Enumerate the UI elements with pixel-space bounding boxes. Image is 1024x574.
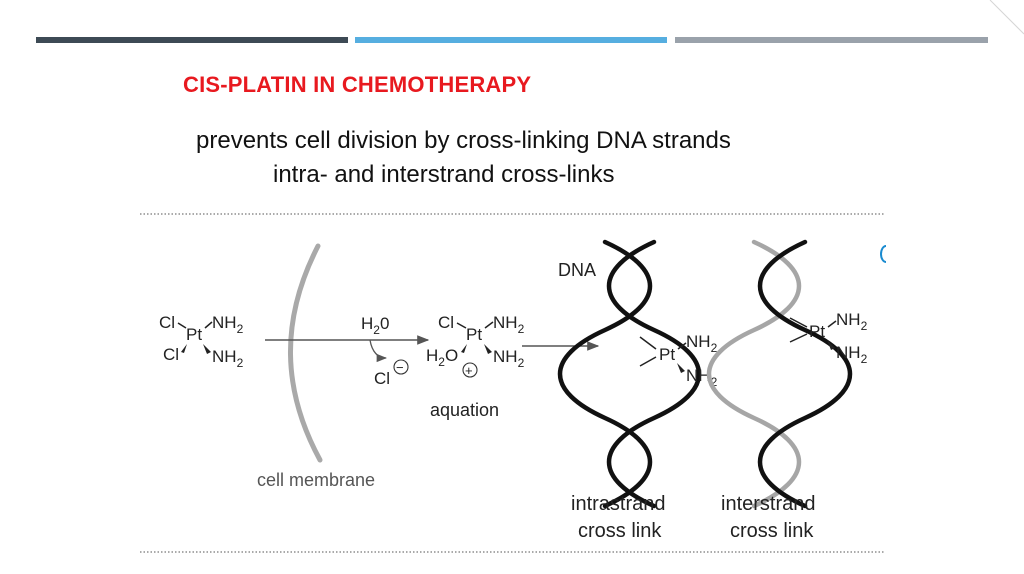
svg-text:NH2: NH2 (836, 343, 868, 366)
svg-text:Pt: Pt (466, 325, 482, 344)
membrane-label: cell membrane (257, 470, 375, 490)
cell-membrane-curve (288, 243, 323, 463)
svg-text:H2O: H2O (426, 346, 458, 369)
svg-text:NH2: NH2 (212, 347, 244, 370)
figure-edge-mark (880, 245, 887, 263)
negative-charge-icon (393, 359, 409, 375)
interstrand-dna-helix (707, 239, 852, 509)
interstrand-label-line1: interstrand (721, 493, 816, 515)
svg-text:NH2: NH2 (493, 347, 525, 370)
accent-bar-middle (355, 37, 667, 43)
slide-subtitle-2: intra- and interstrand cross-links (273, 161, 615, 188)
accent-bar-right (675, 37, 988, 43)
svg-text:NH2: NH2 (686, 332, 718, 355)
svg-text:NH2: NH2 (686, 366, 718, 389)
negative-charge-symbol: − (396, 360, 404, 375)
aquated-molecule: Cl Pt NH2 H2O NH2 + (426, 313, 525, 378)
accent-bar-left (36, 37, 348, 43)
leaving-group-label: Cl (374, 369, 390, 388)
intrastrand-adduct: Pt NH2 NH2 (639, 332, 718, 389)
interstrand-adduct: Pt NH2 NH2 (789, 310, 868, 366)
svg-text:NH2: NH2 (493, 313, 525, 336)
reagent-label: H20 (361, 314, 389, 337)
svg-text:Cl: Cl (159, 313, 175, 332)
svg-text:+: + (465, 363, 473, 378)
dna-label: DNA (558, 260, 596, 280)
svg-text:NH2: NH2 (212, 313, 244, 336)
svg-text:Cl: Cl (438, 313, 454, 332)
svg-text:Pt: Pt (186, 325, 202, 344)
intrastrand-label-line2: cross link (578, 520, 662, 542)
cisplatin-molecule: Cl Pt NH2 Cl NH2 (159, 313, 244, 370)
aquation-label: aquation (430, 400, 499, 420)
interstrand-label-line2: cross link (730, 520, 814, 542)
svg-text:Cl: Cl (163, 345, 179, 364)
intrastrand-dna-helix (558, 239, 701, 509)
intrastrand-label-line1: intrastrand (571, 493, 666, 515)
svg-text:NH2: NH2 (836, 310, 868, 333)
positive-charge-icon (462, 362, 478, 378)
slide-subtitle-1: prevents cell division by cross-linking … (196, 127, 731, 154)
leaving-group-arrow (369, 339, 388, 363)
svg-text:Pt: Pt (659, 345, 675, 364)
svg-text:Pt: Pt (809, 322, 825, 341)
slide-title: CIS-PLATIN IN CHEMOTHERAPY (183, 72, 532, 97)
